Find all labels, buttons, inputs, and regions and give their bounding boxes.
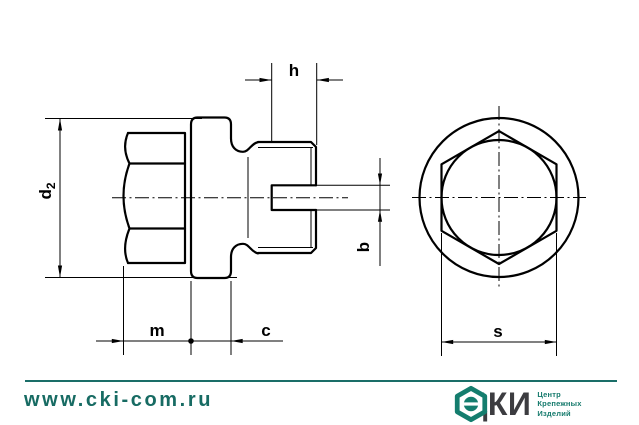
company-logo: ЦКИ Центр Крепежных Изделий [452,385,582,423]
dimension-b: b [316,158,390,266]
dimension-h: h [245,61,343,145]
logo-tagline-line: Центр [537,390,561,400]
dim-label-s: s [493,322,502,341]
logo-tagline-line: Крепежных [537,399,582,409]
footer-divider [25,380,617,382]
side-view-collar [189,116,260,280]
dim-label-m: m [149,321,164,340]
dim-label-c: c [261,321,270,340]
dimension-m-c: m c [96,266,283,355]
hexagon-outline [440,130,558,266]
logo-tagline: Центр Крепежных Изделий [537,390,581,418]
thread-root-lines [258,147,313,248]
hex-slotted-plug-icon [454,385,488,423]
dimension-d2: d2 [36,118,237,278]
dim-label-h: h [289,61,299,80]
side-view-slot [270,184,318,212]
dim-label-b: b [354,242,373,252]
end-view [412,106,586,290]
website-url: www.cki-com.ru [24,389,214,411]
dimension-s: s [441,233,557,356]
logo-tagline-line: Изделий [537,408,571,418]
dim-label-d2: d2 [36,182,58,199]
side-view-threaded-end [256,140,318,255]
